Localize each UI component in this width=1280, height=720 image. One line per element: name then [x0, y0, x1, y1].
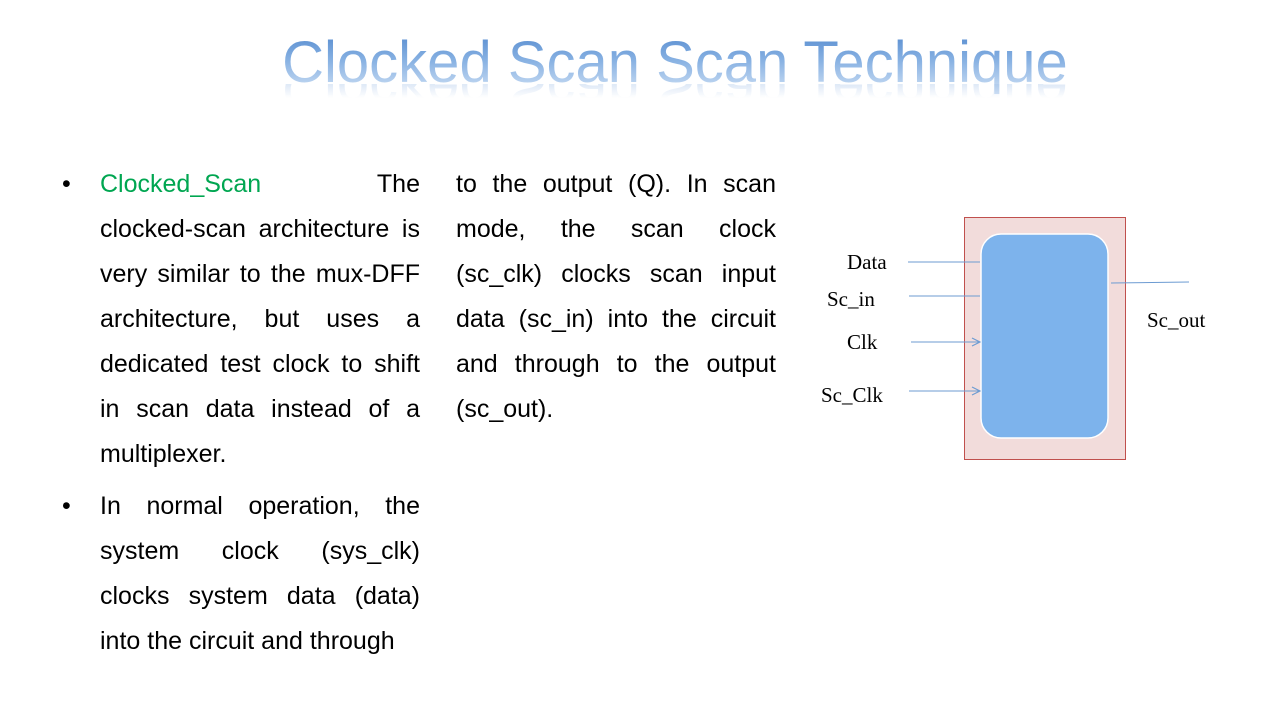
label-sc-in: Sc_in: [827, 287, 875, 311]
sc-out-wire: [1110, 281, 1190, 284]
text-column-left: • Clocked_Scan The clocked-scan architec…: [62, 162, 420, 671]
scan-cell-block: [980, 233, 1109, 439]
text-column-right: to the output (Q). In scan mode, the sca…: [456, 162, 776, 439]
bullet-item: • Clocked_Scan The clocked-scan architec…: [62, 162, 420, 477]
slide-title: Clocked Scan Scan Technique: [265, 28, 1085, 98]
bullet-item: • In normal operation, the system clock …: [62, 484, 420, 664]
bullet-text: The clocked-scan architecture is very si…: [100, 170, 420, 468]
label-sc-clk: Sc_Clk: [821, 383, 883, 407]
label-sc-out: Sc_out: [1147, 308, 1206, 332]
bullet-text: to the output (Q). In scan mode, the sca…: [456, 170, 776, 423]
bullet-highlight: Clocked_Scan: [100, 170, 262, 198]
bullet-icon: •: [62, 170, 71, 198]
label-data: Data: [847, 250, 887, 274]
bullet-text: In normal operation, the system clock (s…: [100, 492, 420, 655]
bullet-icon: •: [62, 492, 71, 520]
label-clk: Clk: [847, 330, 878, 354]
bullet-continuation: to the output (Q). In scan mode, the sca…: [456, 162, 776, 432]
